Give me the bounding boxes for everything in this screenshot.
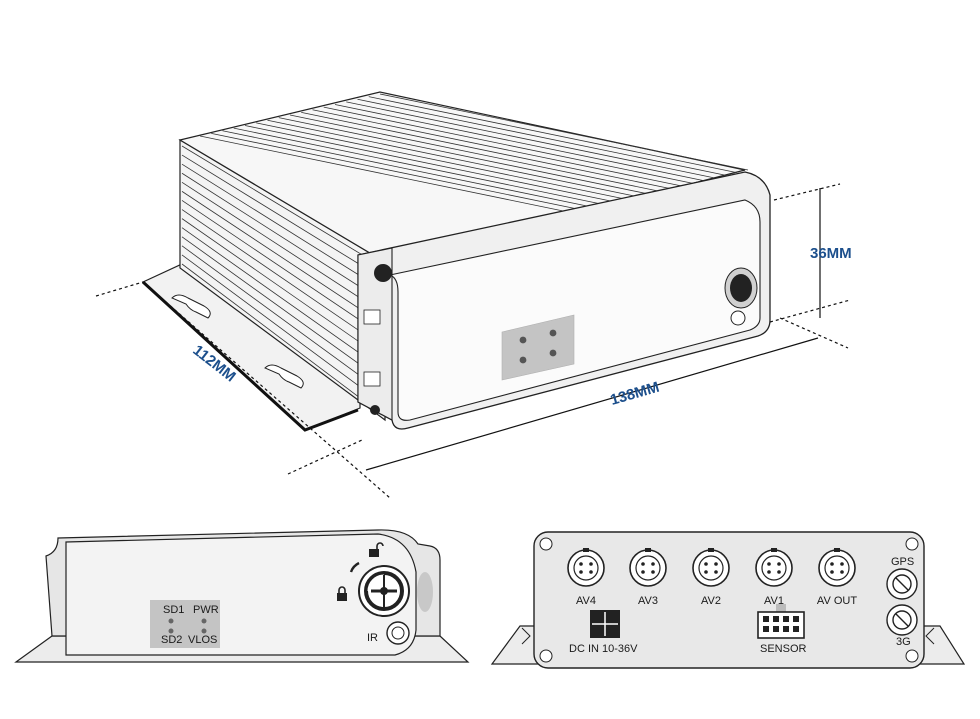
gps-label: GPS	[891, 556, 914, 568]
lock-icon	[337, 586, 347, 601]
av-port-label: AV OUT	[817, 595, 857, 607]
unlock-icon	[369, 542, 384, 557]
dimension-lines	[95, 183, 851, 499]
led-label-sd2: SD2	[161, 634, 182, 646]
led-label-pwr: PWR	[193, 604, 219, 616]
av-port-av1: AV1	[755, 548, 793, 607]
width-dimension-label: 138MM	[608, 379, 661, 409]
ir-label: IR	[367, 632, 378, 644]
3g-label: 3G	[896, 636, 911, 648]
av-port-av3: AV3	[629, 548, 667, 607]
av-port-av2: AV2	[692, 548, 730, 607]
front-led-block	[150, 600, 220, 648]
av-port-label: AV3	[638, 595, 658, 607]
led-label-sd1: SD1	[163, 604, 184, 616]
av-port-av4: AV4	[567, 548, 605, 607]
av-port-label: AV4	[576, 595, 596, 607]
sensor-label: SENSOR	[760, 643, 807, 655]
ir-sensor-icon	[386, 621, 410, 645]
front-panel-view: SD1 PWR SD2 VLOS IR	[14, 529, 470, 663]
sensor-connector	[757, 611, 805, 639]
led-block	[501, 314, 575, 381]
led-label-vlos: VLOS	[188, 634, 217, 646]
rear-panel-view: AV4 AV3 AV2 AV1 AV OUT DC IN 10-36V SENSOR G…	[490, 531, 966, 669]
dc-in-label: DC IN 10-36V	[569, 643, 638, 655]
height-dimension-label: 36MM	[810, 245, 852, 262]
av-port-label: AV2	[701, 595, 721, 607]
av-port-av-out: AV OUT	[817, 548, 857, 607]
turn-arrow-icon	[349, 561, 360, 573]
key-lock-icon	[730, 274, 752, 302]
isometric-device	[141, 91, 771, 432]
